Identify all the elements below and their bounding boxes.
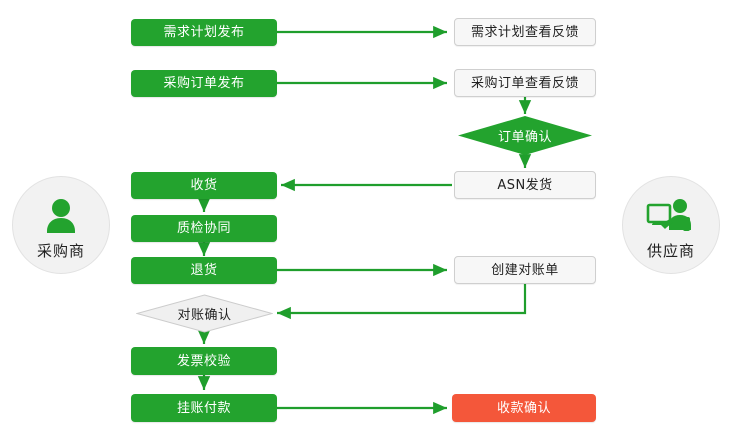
actor-supplier: 供应商 [622,176,720,274]
node-order-confirm[interactable]: 订单确认 [458,116,592,155]
node-quality-collaboration[interactable]: 质检协同 [131,215,277,242]
person-icon [34,191,88,237]
node-return-goods[interactable]: 退货 [131,257,277,284]
actor-buyer-label: 采购商 [36,242,85,260]
node-goods-receipt[interactable]: 收货 [131,172,277,199]
node-asn-shipment[interactable]: ASN发货 [454,171,596,199]
actor-buyer: 采购商 [12,176,110,274]
person-at-computer-icon [644,191,698,237]
node-po-publish[interactable]: 采购订单发布 [131,70,277,97]
node-demand-plan-feedback[interactable]: 需求计划查看反馈 [454,18,596,46]
node-po-feedback[interactable]: 采购订单查看反馈 [454,69,596,97]
node-demand-plan-publish[interactable]: 需求计划发布 [131,19,277,46]
node-invoice-verify[interactable]: 发票校验 [131,347,277,375]
node-create-statement[interactable]: 创建对账单 [454,256,596,284]
node-receipt-confirm[interactable]: 收款确认 [452,394,596,422]
node-payable-payment[interactable]: 挂账付款 [131,394,277,422]
node-statement-confirm[interactable]: 对账确认 [136,294,273,333]
node-statement-confirm-label: 对账确认 [177,308,232,323]
node-order-confirm-label: 订单确认 [497,130,552,145]
edge-create-statement-to-statement-confirm [277,284,527,320]
actor-supplier-label: 供应商 [646,242,695,260]
